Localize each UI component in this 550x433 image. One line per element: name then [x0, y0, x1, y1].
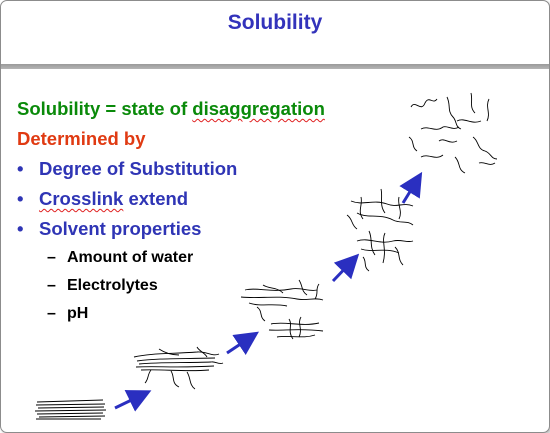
polymer-chains-dissolved [408, 92, 498, 174]
arrow-icon [399, 171, 423, 204]
polymer-network-dispersing [240, 279, 324, 340]
sub-item-water: –Amount of water [17, 244, 325, 272]
arrow-icon [114, 390, 152, 412]
slide-body: Solubility = state of disaggregation Det… [17, 94, 325, 328]
bullet-item-substitution: • Degree of Substitution [17, 154, 325, 184]
bullet-item-solvent: • Solvent properties [17, 214, 325, 244]
sub-item-text: pH [67, 305, 89, 322]
sub-item-electrolytes: –Electrolytes [17, 272, 325, 300]
bullet-text: Solvent properties [39, 218, 202, 239]
arrow-icon [331, 253, 360, 283]
title-divider [1, 64, 549, 69]
dash-icon: – [47, 249, 56, 266]
dash-icon: – [47, 305, 56, 322]
progression-arrows [114, 171, 423, 412]
determined-by-line: Determined by [17, 124, 325, 154]
bullet-item-crosslink: • Crosslink extend [17, 184, 325, 214]
bullet-text: Degree of Substitution [39, 158, 238, 179]
dash-icon: – [47, 277, 56, 294]
definition-line: Solubility = state of disaggregation [17, 94, 325, 124]
polymer-bundle-swelling [133, 346, 224, 390]
polymer-network-loose [346, 188, 414, 272]
bullet-text: Crosslink extend [39, 188, 189, 209]
determined-by-text: Determined by [17, 128, 146, 149]
arrow-icon [226, 331, 259, 355]
bullet-icon: • [17, 218, 24, 239]
bullet-icon: • [17, 158, 24, 179]
polymer-bundle-tight [34, 399, 107, 420]
sub-item-ph: –pH [17, 300, 325, 328]
slide-title: Solubility [227, 11, 323, 34]
sub-item-text: Amount of water [67, 249, 194, 266]
definition-text: Solubility = state of disaggregation [17, 98, 325, 119]
sub-item-text: Electrolytes [67, 277, 158, 294]
bullet-icon: • [17, 188, 24, 209]
